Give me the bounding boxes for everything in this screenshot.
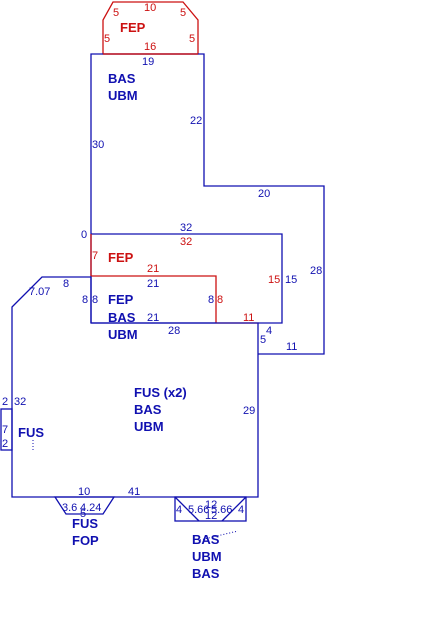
dim-inner-base: 28 (168, 325, 180, 337)
dim-main-left: 32 (14, 396, 26, 408)
fep-mid-label: FEP (108, 250, 134, 265)
dim-main-bottom-left: 10 (78, 486, 90, 498)
foot-diag-left (174, 496, 200, 522)
dim-tab-side: 7 (2, 424, 8, 436)
fus-side-label: FUS (18, 425, 44, 440)
side-tab (0, 408, 13, 451)
dim-fep-top-red: 32 (180, 236, 192, 248)
dim-ledge-bottom: 11 (286, 341, 297, 353)
dim-inner-right-blue: 8 (208, 294, 214, 306)
dim-top-width: 10 (144, 2, 156, 14)
outlines (0, 1, 325, 541)
dim-top-bottom: 16 (144, 41, 156, 53)
dim-top-left-side: 5 (104, 33, 110, 45)
foot-label-ubm: UBM (192, 549, 222, 564)
dim-fop-slant-right: 4.24 (80, 502, 101, 514)
fop-label-fus: FUS (72, 516, 98, 531)
fus-main-bas: BAS (134, 402, 162, 417)
dim-fep-top-blue: 32 (180, 222, 192, 234)
inner-label-fep: FEP (108, 292, 134, 307)
dim-fep-inner-top: 21 (147, 263, 159, 275)
dim-foot-left: 4 (176, 504, 182, 516)
upper-label-ubm: UBM (108, 88, 138, 103)
dim-fep-left: 7 (92, 250, 98, 262)
foot-diag-right (221, 496, 247, 522)
dim-left-top: 8 (63, 278, 69, 290)
dim-fop-bottom: 5 (80, 508, 86, 520)
fep-inner-outline (91, 275, 217, 323)
dim-ledge-five: 5 (260, 334, 266, 346)
dim-foot-diag-left: 5.66 (188, 504, 209, 516)
upper-label-bas: BAS (108, 71, 136, 86)
inner-label-ubm: UBM (108, 327, 138, 342)
foot-dotted (199, 530, 239, 541)
dim-inner-left-a: 8 (82, 294, 88, 306)
main-fus-outline (11, 276, 259, 498)
dim-main-right: 29 (243, 405, 255, 417)
dim-tab-top: 2 (2, 396, 8, 408)
dim-upper-right-long: 28 (310, 265, 322, 277)
fep-mid-outline-blue (91, 233, 283, 324)
dim-upper-right-short: 22 (190, 115, 202, 127)
dim-top-right-slant: 5 (180, 7, 186, 19)
inner-label-bas: BAS (108, 310, 136, 325)
dim-ledge-four: 4 (266, 325, 272, 337)
foot-label-bas-2: BAS (192, 566, 220, 581)
fus-main-ubm: UBM (134, 419, 164, 434)
fus-main-label: FUS (x2) (134, 385, 187, 400)
top-fep-label: FEP (120, 20, 146, 35)
dim-upper-top: 19 (142, 56, 154, 68)
dim-fep-zero: 0 (81, 229, 87, 241)
dim-main-bottom: 41 (128, 486, 140, 498)
dim-inner-ledge-red: 11 (243, 312, 254, 324)
dim-upper-left: 30 (92, 139, 104, 151)
fop-label-fop: FOP (72, 533, 99, 548)
dim-upper-step: 20 (258, 188, 270, 200)
fop-tab (53, 496, 116, 515)
dim-foot-top: 12 (205, 499, 217, 511)
dim-top-left-slant: 5 (113, 7, 119, 19)
dim-tab-bottom: 2 (2, 438, 8, 450)
dim-inner-left-b: 8 (92, 294, 98, 306)
dim-foot-right: 4 (238, 504, 244, 516)
dim-fop-slant-left: 3.6 (62, 502, 77, 514)
dim-fep-right-red: 15 (268, 274, 280, 286)
dim-foot-bottom: 12 (205, 510, 217, 522)
dim-inner-right-red: 8 (217, 294, 223, 306)
upper-bas-ubm-outline (90, 53, 325, 355)
dim-inner-bottom: 21 (147, 312, 159, 324)
foot-label-bas: BAS (192, 532, 220, 547)
foot-box (174, 496, 247, 522)
dim-inner-top: 21 (147, 278, 159, 290)
dim-chamfer: 7.07 (29, 286, 50, 298)
dim-fep-right-blue: 15 (285, 274, 297, 286)
dim-foot-diag-right: 5.66 (211, 504, 232, 516)
dim-top-right-side: 5 (189, 33, 195, 45)
